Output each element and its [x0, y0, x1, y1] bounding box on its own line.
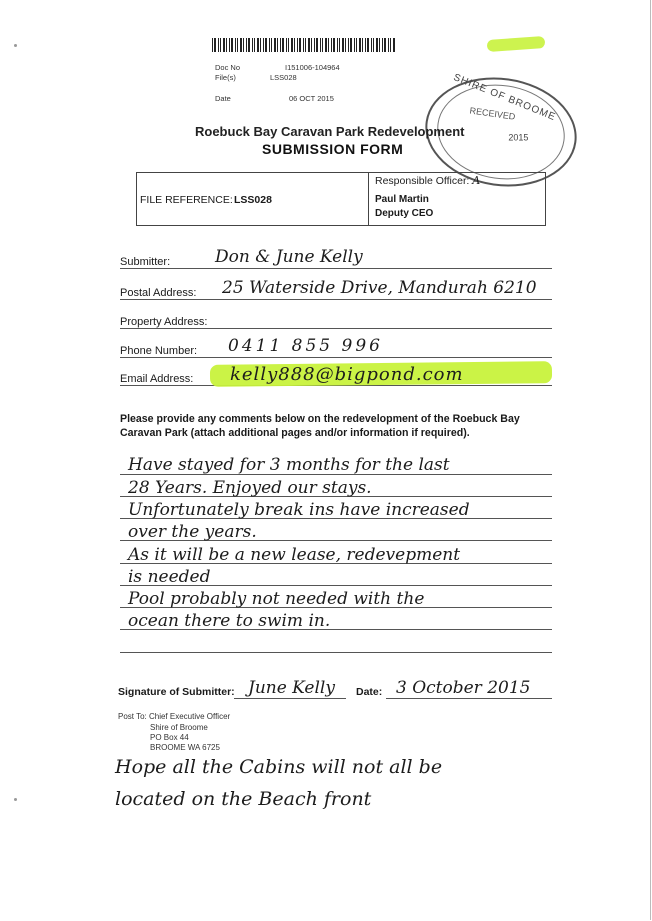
phone-number-label: Phone Number:: [120, 345, 198, 357]
signature-date-label: Date:: [356, 686, 383, 698]
files-value: LSS028: [270, 73, 297, 82]
officer-name: Paul Martin: [375, 194, 429, 205]
comments-instruction: Please provide any comments below on the…: [120, 413, 520, 439]
file-reference-label: FILE REFERENCE:: [140, 194, 233, 206]
postal-address-label: Postal Address:: [120, 287, 197, 299]
files-label: File(s): [215, 73, 236, 82]
comment-line-1: Have stayed for 3 months for the last: [128, 455, 450, 475]
submitter-label: Submitter:: [120, 256, 171, 268]
stamp-year: 2015: [508, 132, 529, 143]
submitter-value: Don & June Kelly: [215, 247, 363, 267]
comment-line-6: is needed: [128, 567, 211, 587]
date-label: Date: [215, 94, 231, 103]
responsible-suffix: A: [472, 174, 481, 187]
punch-mark-top: [14, 44, 17, 47]
signature-value: June Kelly: [248, 678, 335, 698]
comment-line-4: over the years.: [128, 522, 257, 542]
form-subtitle: SUBMISSION FORM: [262, 141, 404, 157]
postal-address-value: 25 Waterside Drive, Mandurah 6210: [222, 278, 537, 298]
responsible-officer-label: Responsible Officer: A: [375, 174, 481, 187]
extra-note-line-2: located on the Beach front: [115, 788, 372, 810]
date-value: 06 OCT 2015: [289, 94, 334, 103]
post-to-line-2: Shire of Broome: [150, 723, 208, 732]
officer-title: Deputy CEO: [375, 208, 434, 219]
comment-line-8: ocean there to swim in.: [128, 611, 331, 631]
property-address-label: Property Address:: [120, 316, 208, 328]
barcode: [212, 38, 395, 52]
email-address-value: kelly888@bigpond.com: [230, 364, 464, 385]
doc-no: I151006-104964: [285, 63, 340, 72]
post-to-line-1: Post To: Chief Executive Officer: [118, 712, 231, 721]
file-reference-value: LSS028: [234, 194, 272, 206]
doc-no-label: Doc No: [215, 63, 241, 72]
post-to-line-4: BROOME WA 6725: [150, 743, 220, 752]
form-title: Roebuck Bay Caravan Park Redevelopment: [195, 124, 465, 139]
email-address-label: Email Address:: [120, 373, 194, 385]
post-to-line-3: PO Box 44: [150, 733, 189, 742]
punch-mark-bottom: [14, 798, 17, 801]
signature-label: Signature of Submitter:: [118, 686, 235, 698]
comment-line-7: Pool probably not needed with the: [128, 589, 425, 609]
reference-box: [136, 172, 546, 226]
comment-line-5: As it will be a new lease, redevepment: [128, 545, 461, 565]
phone-number-value: 0411 855 996: [228, 336, 383, 356]
comment-line-3: Unfortunately break ins have increased: [128, 500, 470, 520]
signature-date-value: 3 October 2015: [396, 678, 531, 698]
extra-note-line-1: Hope all the Cabins will not all be: [115, 756, 443, 778]
comment-line-2: 28 Years. Enjoyed our stays.: [128, 478, 372, 498]
